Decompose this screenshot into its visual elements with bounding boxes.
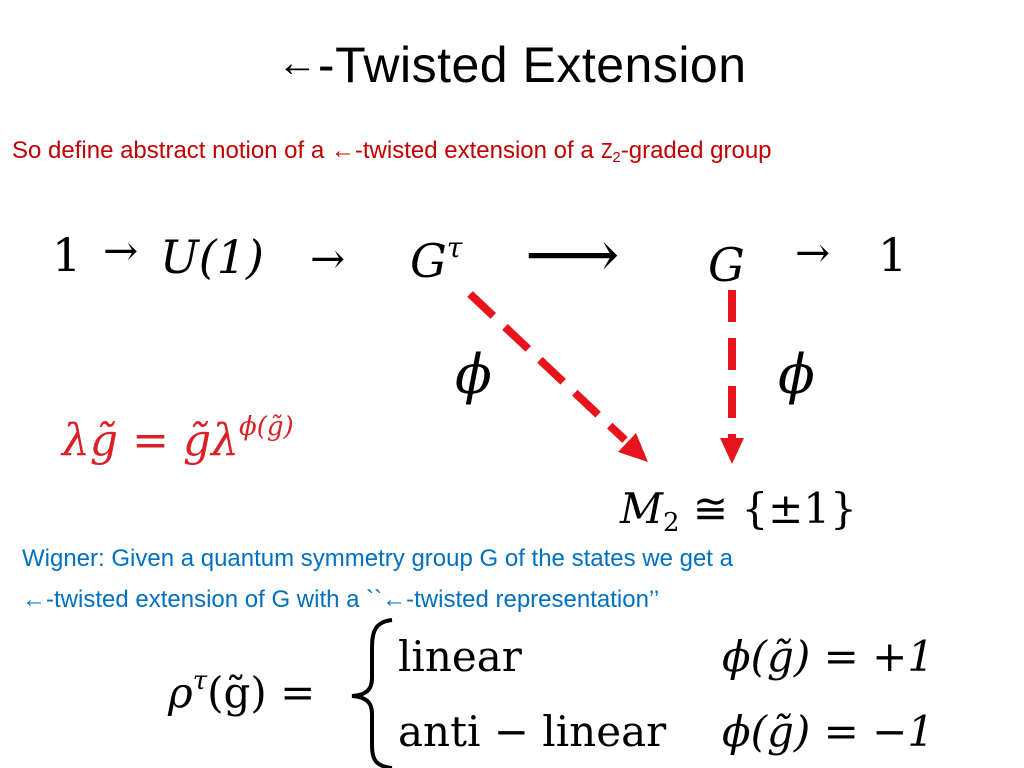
wigner-line-1: Wigner: Given a quantum symmetry group G… (22, 545, 733, 572)
rho-lhs: ρτ(g̃) = (168, 668, 315, 714)
seq-one-left: 1 (52, 228, 82, 282)
seq-one-right: 1 (878, 228, 908, 282)
diagonal-arrowhead (618, 433, 648, 462)
subtitle: So define abstract notion of a ←-twisted… (12, 135, 772, 174)
seq-arrow-long: ⟶ (525, 216, 620, 293)
target-rest: ≅ {±1} (692, 484, 857, 533)
subtitle-after: -graded group (620, 137, 772, 164)
seq-g-tau-base: G (410, 234, 447, 288)
wigner-line-2: ←-twisted extension of G with a ``←-twis… (22, 584, 659, 616)
case-2-condition: ϕ(g̃) = −1 (722, 707, 935, 756)
rho-base: ρ (168, 668, 193, 717)
wigner-line2-arrow2: ← (382, 586, 407, 613)
title-text: -Twisted Extension (317, 37, 747, 93)
relation-rhs: g̃λ (182, 415, 239, 466)
wigner-line2-mid: -twisted extension of G with a `` (46, 586, 383, 613)
relation-lhs: λg̃ (62, 415, 119, 466)
seq-g: G (708, 238, 745, 292)
seq-g-tau-sup: τ (446, 231, 463, 264)
subtitle-middle: -twisted extension of a (354, 137, 601, 164)
case-1-label: linear (398, 632, 522, 681)
seq-arrow-2: → (310, 234, 346, 283)
rho-sup: τ (192, 666, 208, 696)
seq-g-tau: Gτ (410, 231, 463, 285)
wigner-line2-end: -twisted representation’’ (406, 586, 660, 613)
target-formula: M2 ≅ {±1} (620, 488, 857, 538)
phi-right: ϕ (778, 343, 815, 406)
subtitle-z: Z (600, 139, 613, 163)
seq-arrow-1: → (103, 226, 139, 275)
slide-title: ←-Twisted Extension (0, 28, 1024, 100)
case-2-label: anti − linear (398, 707, 667, 756)
title-arrow-glyph: ← (277, 41, 318, 85)
wigner-line2-arrow: ← (22, 586, 46, 613)
subtitle-arrow: ← (330, 137, 355, 164)
case-1-condition: ϕ(g̃) = +1 (722, 632, 935, 681)
diagonal-dashed-arrow-shaft (467, 291, 628, 443)
target-m-sub: 2 (663, 508, 680, 538)
rho-arg: (g̃) = (207, 668, 316, 717)
relation-eq: = (132, 415, 169, 466)
relation-formula: λg̃ = g̃λϕ(g̃) (62, 414, 294, 463)
vertical-arrowhead (720, 438, 744, 464)
target-m: M (620, 484, 664, 533)
subtitle-before: So define abstract notion of a (12, 137, 331, 164)
relation-exp: ϕ(g̃) (239, 412, 294, 442)
subtitle-z-sub: 2 (612, 149, 621, 166)
seq-u1: U(1) (160, 230, 264, 284)
phi-left: ϕ (455, 343, 492, 406)
brace-path (351, 618, 393, 768)
seq-arrow-3: → (795, 228, 831, 277)
